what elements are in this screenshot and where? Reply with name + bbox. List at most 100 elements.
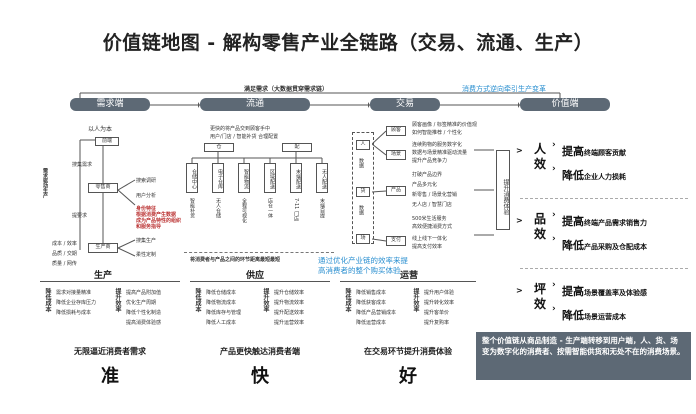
stage2-right-item-3: 提升配送效率 (274, 310, 305, 316)
stage3-left-item-4: 降低运营成本 (356, 320, 387, 326)
stage-right-1: 提升效率 (114, 288, 121, 312)
chevron-icon: › (552, 234, 556, 244)
stage1-right-item-3: 降低个性化制造 (126, 310, 162, 316)
trade-highlight-2: 高消费者的整个购买体验 (318, 266, 401, 275)
effect-down-1: 降低企业人力损耗 (562, 164, 626, 183)
trade-note-6: 打破产品边界 (412, 172, 443, 178)
circ-col-3: 智能物流 (238, 163, 250, 193)
trade-chain-place: 场 (356, 234, 370, 244)
header-demand: 需求端 (70, 98, 150, 111)
circ-note-4: 店仓一体 (267, 198, 273, 218)
stage2-left-item-2: 降低物流成本 (206, 300, 237, 306)
demand-flow-lines (79, 139, 136, 257)
trade-box-scene: 场景 (386, 150, 406, 160)
stage-bottom-2: 产品更快触达消费者端 (220, 347, 300, 356)
stage2-left-item-3: 降低库存与管理 (206, 310, 242, 316)
effect-up-big: 提高 (562, 215, 584, 228)
top-banner-label: 满足需求（大数据贯穿需求链） (244, 86, 329, 93)
value-divider-1 (520, 198, 688, 199)
circ-node-delivery: 配 (282, 143, 312, 152)
demand-user-center: 以人为本 (88, 126, 113, 133)
page-title: 价值链地图 - 解构零售产业全链路（交易、流通、生产） (102, 32, 594, 54)
circ-tree-lines (191, 152, 323, 163)
demand-item-4: 搜集生产 (136, 238, 157, 244)
demand-node-producer: 生产商 (88, 243, 118, 253)
demand-side-label: 需求驱动生产 (42, 168, 48, 198)
stage-char-1: 准 (101, 366, 119, 387)
demand-cost-3: 质量 / 网传 (52, 261, 77, 267)
effect-name-3: 坪效 (534, 282, 547, 311)
header-value: 价值端 (520, 98, 610, 111)
trade-note-4: 数据与场景精准驱动流量 (412, 150, 468, 156)
stage3-left-item-3: 降低产品营销成本 (356, 310, 397, 316)
circ-col-5: 末端配送 (290, 163, 302, 193)
stage-bottom-3: 在交易环节提升消费体验 (364, 347, 452, 356)
trade-note-11: 高效便捷消费方式 (412, 224, 453, 230)
circ-col-6: 无人配送 (316, 163, 328, 193)
stage-left-3: 降低成本 (344, 288, 351, 312)
summary-box: 整个价值链从商品制造 - 生产端转移到用户端，人、货、场变为数字化的消费者、按需… (476, 332, 691, 380)
stage-right-2: 提升效率 (262, 288, 269, 312)
trade-note-5: 提升产品竞争力 (412, 158, 448, 164)
effect-up-3: 提高场景覆盖率及体验感 (562, 280, 647, 299)
circ-note-5: 7-11 门店 (293, 198, 299, 221)
chevron-icon: › (552, 280, 556, 290)
trade-connectors (372, 130, 387, 242)
effect-up-small: 场景覆盖率及体验感 (584, 289, 647, 297)
header-circulation: 流通 (200, 98, 310, 111)
circ-note-2: 无人仓储 (215, 198, 221, 218)
stage1-right-item-1: 提高产品附加值 (126, 290, 162, 296)
stage3-right-item-4: 提升复购率 (424, 320, 450, 326)
effect-down-3: 降低场景运营成本 (562, 304, 626, 323)
trade-note-9: 无人店 / 智慧门店 (412, 202, 452, 208)
trade-box-pay: 支付 (386, 236, 406, 246)
stage-char-3: 好 (399, 366, 417, 387)
stage-char-2: 快 (251, 366, 269, 387)
demand-item-1: 搜索调研 (136, 178, 157, 184)
demand-item-3: 身份特征 根据消费产生数据 成为产品特性的组织 和服务指导 (136, 206, 182, 230)
stage1-left-item-1: 需求对接量精准 (56, 290, 92, 296)
trade-chain-person: 人 (356, 140, 370, 150)
effect-down-2: 降低产品采购及仓配成本 (562, 234, 647, 253)
stage2-left-item-4: 降低人工成本 (206, 320, 237, 326)
stage-name-1: 生产 (94, 271, 113, 281)
stage-rule-2 (190, 281, 330, 282)
circ-intro-2: 用户/门店 / 智能补货 合理配置 (210, 134, 279, 140)
header-connectors (150, 102, 520, 108)
stage-rule-3 (340, 281, 476, 282)
trade-note-12: 线上线下一体化 (412, 236, 448, 242)
trade-note-2: 如何智能推荐 / 个性化 (412, 130, 462, 136)
effect-up-small: 终端顾客贡献 (584, 149, 626, 157)
demand-node-top: 前端 (95, 137, 119, 146)
effect-up-big: 提高 (562, 145, 584, 158)
stage-right-3: 提升效率 (412, 288, 419, 312)
chevron-icon: › (552, 164, 556, 174)
circ-dash (184, 252, 334, 253)
trade-note-7: 产品多元化 (412, 182, 438, 188)
stage3-left-item-1: 降低销售成本 (356, 290, 387, 296)
demand-left-label-2: 提要求 (72, 213, 88, 219)
value-arrows (474, 149, 494, 236)
effect-name-2: 品效 (534, 212, 547, 241)
demand-left-label-1: 搜集需求 (72, 162, 93, 168)
effect-down-big: 降低 (562, 169, 584, 182)
trade-note-1: 顾客画像 / 标签精准的价值观 (412, 122, 477, 128)
stage2-right-item-2: 提升物流效率 (274, 300, 305, 306)
chevron-icon: › (552, 210, 556, 220)
chevron-icon: > (516, 216, 523, 225)
value-middle-box: 提升消费体验 (496, 150, 510, 230)
banner-note: 消费方式逆向牵引生产变革 (462, 85, 546, 93)
circ-note-3: 全程可视化 (241, 198, 247, 223)
stage2-right-item-4: 提升运营效率 (274, 320, 305, 326)
effect-down-big: 降低 (562, 309, 584, 322)
stage-left-2: 降低成本 (194, 288, 201, 312)
circ-col-1: 仓储中心 (186, 163, 198, 193)
trade-note-10: 500米生活服务 (412, 216, 447, 222)
trade-note-8: 新零售 / 场景化营销 (412, 192, 457, 198)
trade-highlight-1: 通过优化产业链的效率来提 (318, 256, 408, 265)
value-divider-2 (520, 268, 688, 269)
demand-item-2: 用户分析 (136, 193, 157, 199)
trade-note-13: 提高支付效率 (412, 244, 443, 250)
circ-intro-1: 更快的将产品交到顾客手中 (210, 126, 271, 132)
